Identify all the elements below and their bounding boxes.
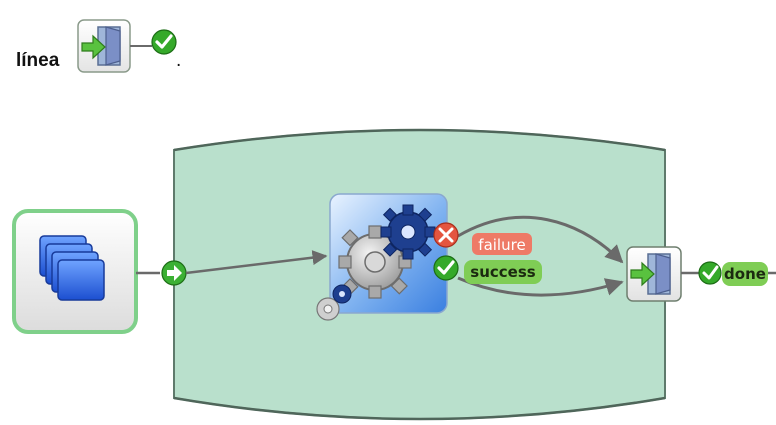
- success-label-text: success: [470, 263, 535, 281]
- caption-period: .: [176, 50, 182, 71]
- caption-exit-node[interactable]: [76, 12, 196, 74]
- exit-door-icon: [81, 26, 121, 66]
- failure-label[interactable]: failure: [472, 233, 532, 255]
- arrow-right-circle-icon[interactable]: [161, 260, 187, 286]
- processor-node[interactable]: [316, 193, 448, 321]
- success-label[interactable]: success: [464, 260, 542, 284]
- exit-door-icon: [630, 253, 671, 295]
- small-gears-icon: [316, 284, 352, 321]
- input-edge: [185, 250, 328, 275]
- failure-label-text: failure: [478, 236, 525, 254]
- caption-line: línea .: [16, 12, 316, 74]
- success-edge: [457, 276, 624, 297]
- failure-edge: [457, 215, 624, 264]
- x-circle-icon[interactable]: [433, 222, 459, 248]
- exit-node[interactable]: [626, 246, 682, 302]
- check-circle-icon: [151, 29, 177, 55]
- stacked-windows-icon: [39, 235, 105, 301]
- caption-word: línea: [16, 50, 60, 71]
- gears-icon: [338, 204, 436, 299]
- done-check-circle-icon[interactable]: [698, 261, 722, 285]
- done-label-text: done: [724, 265, 766, 283]
- check-circle-icon[interactable]: [433, 255, 459, 281]
- done-label[interactable]: done: [722, 262, 768, 286]
- source-node[interactable]: [12, 209, 138, 334]
